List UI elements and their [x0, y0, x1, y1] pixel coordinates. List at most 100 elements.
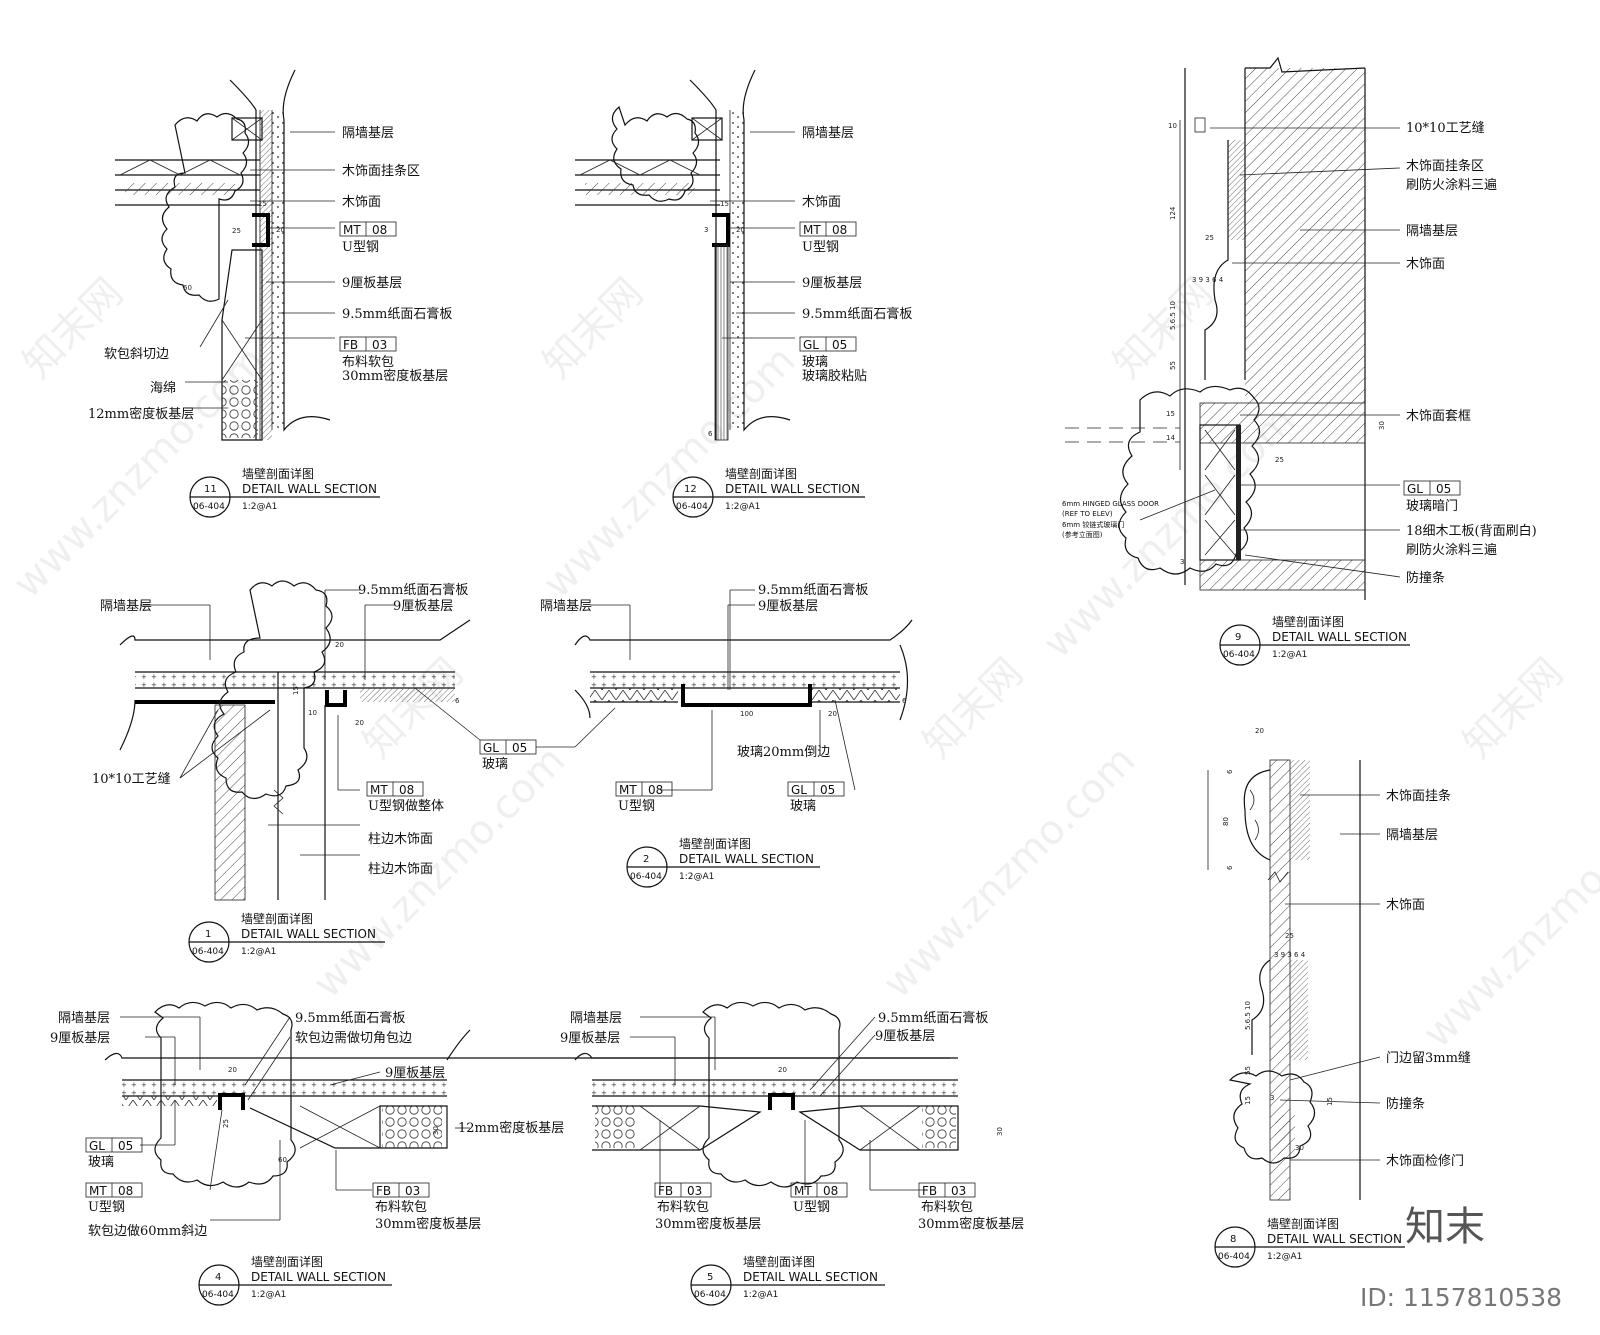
gypsum-layer: [122, 1080, 447, 1096]
dim-text: 10: [308, 709, 317, 717]
dim-text: 20: [1255, 727, 1264, 735]
cloud-break: [1228, 1070, 1316, 1164]
dim-text: 20: [335, 641, 344, 649]
cloud-break: [211, 580, 333, 800]
dim-text: 3: [1270, 1094, 1274, 1102]
wall-edge: [689, 79, 717, 440]
label: 30mm密度板基层: [375, 1216, 481, 1232]
tag-num: 03: [405, 1184, 420, 1198]
cloud-break: [1118, 385, 1261, 575]
label: 柱边木饰面: [368, 862, 433, 877]
material-tag: [615, 781, 673, 797]
label: 9厘板基层: [342, 276, 402, 291]
tag-code: FB: [658, 1184, 673, 1198]
detail-2: 100 20 6 9.5mm纸面石膏板 9厘板基层 隔墙基层 玻璃20mm倒边 …: [540, 582, 913, 888]
wood-batten: [691, 117, 723, 141]
dim-text: 6: [1226, 769, 1234, 774]
tag-code: FB: [343, 338, 358, 352]
dim-text: 60: [183, 284, 192, 292]
label: 9厘板基层: [50, 1031, 110, 1046]
title-en: DETAIL WALL SECTION: [1267, 1232, 1402, 1246]
label: 9.5mm纸面石膏板: [295, 1010, 405, 1026]
note: (参考立面图): [1062, 530, 1103, 539]
dim-text: 6: [1226, 865, 1234, 870]
glass-layer: [122, 1096, 217, 1106]
dim-text: 124: [1169, 206, 1177, 220]
label: 防撞条: [1406, 570, 1445, 586]
material-tag: [85, 1137, 143, 1153]
label: 木饰面: [802, 195, 841, 210]
label: U型钢: [618, 799, 655, 814]
wood-batten: [231, 117, 263, 141]
material-tag: [918, 1182, 976, 1198]
dim-text: 20: [828, 710, 837, 718]
title-en: DETAIL WALL SECTION: [1272, 630, 1407, 644]
label: 隔墙基层: [342, 126, 394, 141]
scale: 1:2@A1: [251, 1290, 286, 1300]
cloud-break: [161, 112, 250, 302]
material-tag: [787, 781, 845, 797]
dim-text: 3: [704, 226, 708, 234]
label: 木饰面挂条区: [1406, 158, 1484, 174]
label: 9厘板基层: [802, 276, 862, 291]
tag-code: MT: [803, 223, 821, 237]
detail-4: 20 25 60 30 隔墙基层 9厘板基层 9.5mm纸面石膏板 软包边需做切…: [50, 1001, 950, 1306]
scale: 1:2@A1: [242, 502, 277, 512]
brand-logo: 知末 ID: 1157810538: [1360, 1204, 1562, 1312]
sheet-ref: 06-404: [694, 1290, 726, 1300]
gypsum-layer: [730, 110, 744, 430]
label: 10*10工艺缝: [92, 772, 171, 787]
wood-frame-casing: [1200, 403, 1365, 443]
u-steel: [768, 1093, 795, 1110]
label: 隔墙基层: [802, 126, 854, 141]
dim-text: 3 9 3 6 4: [1192, 276, 1224, 284]
title-cn: 墙壁剖面详图: [743, 1254, 815, 1269]
detail-number: 5: [707, 1272, 713, 1283]
dim-text: 25: [232, 227, 241, 235]
title-cn: 墙壁剖面详图: [1267, 1216, 1339, 1231]
title-en: DETAIL WALL SECTION: [725, 482, 860, 496]
cloud-break: [154, 1001, 296, 1188]
scale: 1:2@A1: [241, 947, 276, 957]
title-cn: 墙壁剖面详图: [725, 466, 797, 481]
sheet-ref: 06-404: [202, 1290, 234, 1300]
label: 隔墙基层: [100, 599, 152, 614]
label: 9厘板基层: [560, 1031, 620, 1046]
label: 门边留3mm缝: [1386, 1051, 1471, 1066]
label: 10*10工艺缝: [1406, 121, 1485, 136]
wall-edge: [282, 69, 331, 432]
label: 玻璃: [802, 355, 828, 370]
wood-veneer: [1270, 760, 1290, 1200]
gypsum-layer: [590, 672, 900, 688]
fabric-panel-right: [798, 1105, 959, 1151]
material-tag: [366, 781, 424, 797]
tag-code: GL: [89, 1139, 105, 1153]
label: 隔墙基层: [1386, 828, 1438, 843]
cloud-break: [702, 1001, 844, 1188]
label: 30mm密度板基层: [342, 368, 448, 384]
detail-1: 20 10 15 20 6 隔墙基层 9.5mm纸面石膏板 9厘板基层 10*1…: [92, 580, 616, 963]
dim-text: 5.6.5 10: [1244, 1001, 1252, 1030]
label: 玻璃20mm倒边: [737, 745, 830, 760]
dim-text: 20: [355, 719, 364, 727]
label: 玻璃: [88, 1155, 114, 1170]
detail-number: 8: [1230, 1234, 1236, 1245]
detail-5: 20 30 隔墙基层 9厘板基层 9.5mm纸面石膏板 9厘板基层 FB 03 …: [560, 1001, 1024, 1306]
label: 海绵: [150, 381, 176, 396]
label: 布料软包: [657, 1200, 709, 1215]
label: 玻璃: [790, 799, 816, 814]
mdf-board: [222, 380, 258, 438]
label: 隔墙基层: [1406, 224, 1458, 239]
title-en: DETAIL WALL SECTION: [242, 482, 377, 496]
label: U型钢: [88, 1200, 125, 1215]
label: 隔墙基层: [540, 599, 592, 614]
tag-code: MT: [794, 1184, 812, 1198]
title-cn: 墙壁剖面详图: [242, 466, 314, 481]
material-tag: [799, 336, 857, 352]
dim-text: 15: [258, 200, 267, 208]
label: 9.5mm纸面石膏板: [758, 582, 868, 598]
material-tag: [1403, 480, 1461, 496]
dim-text: 15: [1166, 410, 1175, 418]
sheet-ref: 06-404: [1223, 650, 1255, 660]
watermark-brand: 知末网: [15, 270, 132, 387]
